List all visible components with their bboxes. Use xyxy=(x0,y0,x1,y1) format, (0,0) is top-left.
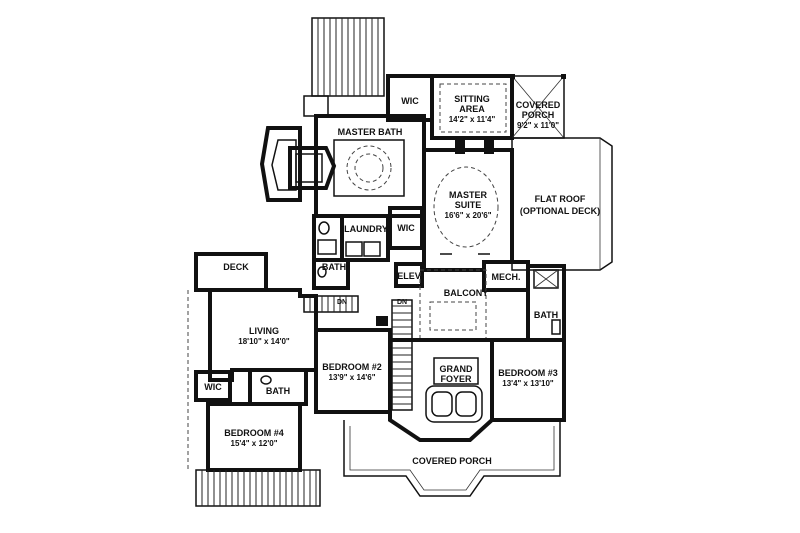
stairs-dn-right: DN xyxy=(397,299,407,306)
tub-bay xyxy=(259,126,337,202)
covered-porch-top-dim: 9'2" x 11'0" xyxy=(517,121,559,130)
sitting-area-label: SITTING xyxy=(454,94,490,104)
bath-right-label: BATH xyxy=(534,310,558,320)
bedroom-2-label: BEDROOM #2 xyxy=(322,362,382,372)
deck xyxy=(194,252,268,292)
grand-foyer-label: GRAND xyxy=(440,364,473,374)
grand-foyer-label-2: FOYER xyxy=(440,374,472,384)
bath-mid-label: BATH xyxy=(322,262,346,272)
sitting-area-label-2: AREA xyxy=(459,104,485,114)
bedroom-3 xyxy=(490,338,566,422)
covered-porch-top-label: COVERED xyxy=(516,100,561,110)
flat-roof-label: FLAT ROOF xyxy=(535,194,586,204)
master-suite-label: MASTER xyxy=(449,190,488,200)
master-bath-label: MASTER BATH xyxy=(338,127,403,137)
wic-left xyxy=(194,370,232,402)
flat-roof-label-2: (OPTIONAL DECK) xyxy=(520,206,600,216)
top-trellis xyxy=(311,17,385,97)
laundry-room xyxy=(340,214,390,262)
balcony-label: BALCONY xyxy=(444,288,489,298)
stairs-dn-left: DN xyxy=(337,299,347,306)
sitting-area-dim: 14'2" x 11'4" xyxy=(449,115,496,124)
bath-mid xyxy=(312,258,350,290)
master-suite-label-2: SUITE xyxy=(455,200,482,210)
balcony xyxy=(419,269,487,341)
wic-top-label: WIC xyxy=(401,96,419,106)
master-suite-dim: 16'6" x 20'6" xyxy=(445,211,492,220)
bath-left-label: BATH xyxy=(266,386,290,396)
elevator-label: ELEV xyxy=(397,271,421,281)
wic-mid-label: WIC xyxy=(397,223,415,233)
mech-label: MECH. xyxy=(492,272,521,282)
bottom-trellis xyxy=(195,469,321,507)
covered-porch-bottom xyxy=(343,420,561,497)
deck-label: DECK xyxy=(223,262,249,272)
living-label: LIVING xyxy=(249,326,279,336)
bath-right xyxy=(526,264,566,342)
laundry-label: LAUNDRY xyxy=(344,224,388,234)
bedroom-3-dim: 13'4" x 13'10" xyxy=(502,379,554,388)
bedroom-2-dim: 13'9" x 14'6" xyxy=(329,373,376,382)
bedroom-4-dim: 15'4" x 12'0" xyxy=(231,439,278,448)
wic-left-label: WIC xyxy=(204,382,222,392)
flat-roof xyxy=(511,137,613,271)
covered-porch-top-label-2: PORCH xyxy=(522,110,555,120)
covered-porch-bottom-label: COVERED PORCH xyxy=(412,456,492,466)
stairs xyxy=(303,295,413,411)
bedroom-3-label: BEDROOM #3 xyxy=(498,368,558,378)
master-suite xyxy=(422,148,514,272)
bedroom-4-label: BEDROOM #4 xyxy=(224,428,284,438)
living-dim: 18'10" x 14'0" xyxy=(238,337,290,346)
elevator xyxy=(394,262,424,288)
wc-closets xyxy=(312,214,344,262)
